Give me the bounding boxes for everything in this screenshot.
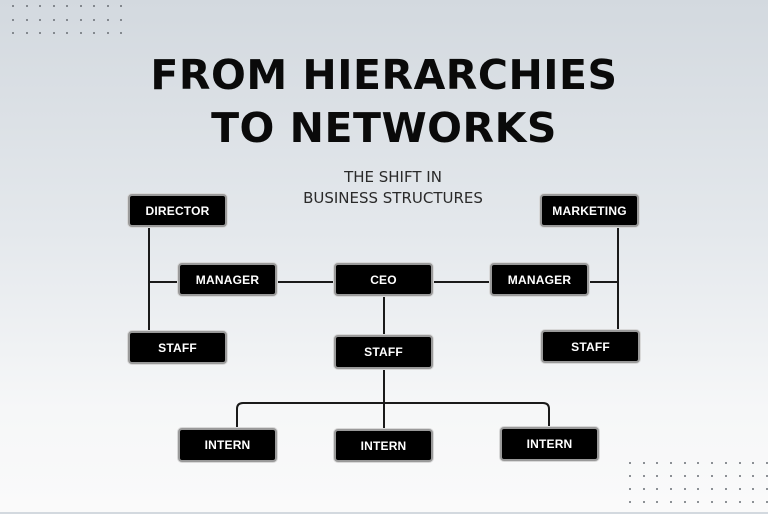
dot <box>670 475 673 477</box>
dot <box>656 501 659 503</box>
dot <box>683 488 686 490</box>
dot <box>25 32 28 34</box>
node-director: DIRECTOR <box>128 194 227 227</box>
dot <box>711 501 714 503</box>
dot <box>711 488 714 490</box>
node-intern-right: INTERN <box>500 427 599 461</box>
dot <box>39 18 41 21</box>
dot <box>25 18 28 21</box>
dot <box>656 462 659 464</box>
dot <box>12 32 14 34</box>
subtitle: THE SHIFT IN BUSINESS STRUCTURES <box>0 167 768 209</box>
node-staff-left: STAFF <box>128 331 227 364</box>
dot <box>642 488 645 490</box>
dot <box>66 32 68 34</box>
dot <box>93 32 95 34</box>
dot <box>683 475 686 477</box>
dot <box>106 5 109 7</box>
dot <box>79 18 82 21</box>
dot <box>697 488 700 490</box>
dot <box>79 32 82 34</box>
dot <box>670 488 673 490</box>
dot <box>66 5 68 7</box>
dot <box>93 18 95 21</box>
decorative-dot-grid-top-left <box>12 5 134 46</box>
dot <box>738 462 741 464</box>
dot <box>670 462 673 464</box>
node-marketing: MARKETING <box>540 194 639 227</box>
node-manager-left: MANAGER <box>178 263 277 296</box>
dot <box>697 475 700 477</box>
dot <box>711 462 714 464</box>
dot <box>106 18 109 21</box>
dot <box>738 488 741 490</box>
dot <box>752 501 755 503</box>
dot <box>656 475 659 477</box>
dot <box>738 501 741 503</box>
subtitle-line-2: BUSINESS STRUCTURES <box>303 189 483 207</box>
dot <box>39 32 41 34</box>
node-staff-center: STAFF <box>334 335 433 369</box>
decorative-dot-grid-bottom-right <box>629 462 768 514</box>
dot <box>52 18 55 21</box>
dot <box>629 475 631 477</box>
dot <box>711 475 714 477</box>
dot <box>120 18 122 21</box>
dot <box>629 462 631 464</box>
dot <box>52 32 55 34</box>
dot <box>683 501 686 503</box>
dot <box>765 462 768 464</box>
node-intern-center: INTERN <box>334 429 433 462</box>
dot <box>66 18 68 21</box>
dot <box>683 462 686 464</box>
dot <box>724 501 727 503</box>
subtitle-line-1: THE SHIFT IN <box>344 168 442 186</box>
title-line-2: TO NETWORKS <box>211 104 557 152</box>
dot <box>752 462 755 464</box>
dot <box>12 18 14 21</box>
dot <box>12 5 14 7</box>
dot <box>93 5 95 7</box>
dot <box>724 488 727 490</box>
dot <box>642 475 645 477</box>
dot <box>724 475 727 477</box>
dot <box>670 501 673 503</box>
title-line-1: FROM HIERARCHIES <box>150 51 618 99</box>
dot <box>52 5 55 7</box>
dot <box>752 488 755 490</box>
dot <box>752 475 755 477</box>
dot <box>120 32 122 34</box>
dot <box>765 475 768 477</box>
dot <box>738 475 741 477</box>
dot <box>25 5 28 7</box>
dot <box>629 501 631 503</box>
dot <box>697 462 700 464</box>
dot <box>765 488 768 490</box>
dot <box>697 501 700 503</box>
dot <box>765 501 768 503</box>
dot <box>120 5 122 7</box>
node-ceo: CEO <box>334 263 433 296</box>
connector-intern-branch <box>236 402 550 430</box>
dot <box>724 462 727 464</box>
dot <box>79 5 82 7</box>
dot <box>39 5 41 7</box>
dot <box>106 32 109 34</box>
dot <box>629 488 631 490</box>
node-staff-right: STAFF <box>541 330 640 363</box>
node-intern-left: INTERN <box>178 428 277 462</box>
page-title: FROM HIERARCHIES TO NETWORKS <box>0 49 768 155</box>
dot <box>656 488 659 490</box>
dot <box>642 501 645 503</box>
dot <box>642 462 645 464</box>
node-manager-right: MANAGER <box>490 263 589 296</box>
